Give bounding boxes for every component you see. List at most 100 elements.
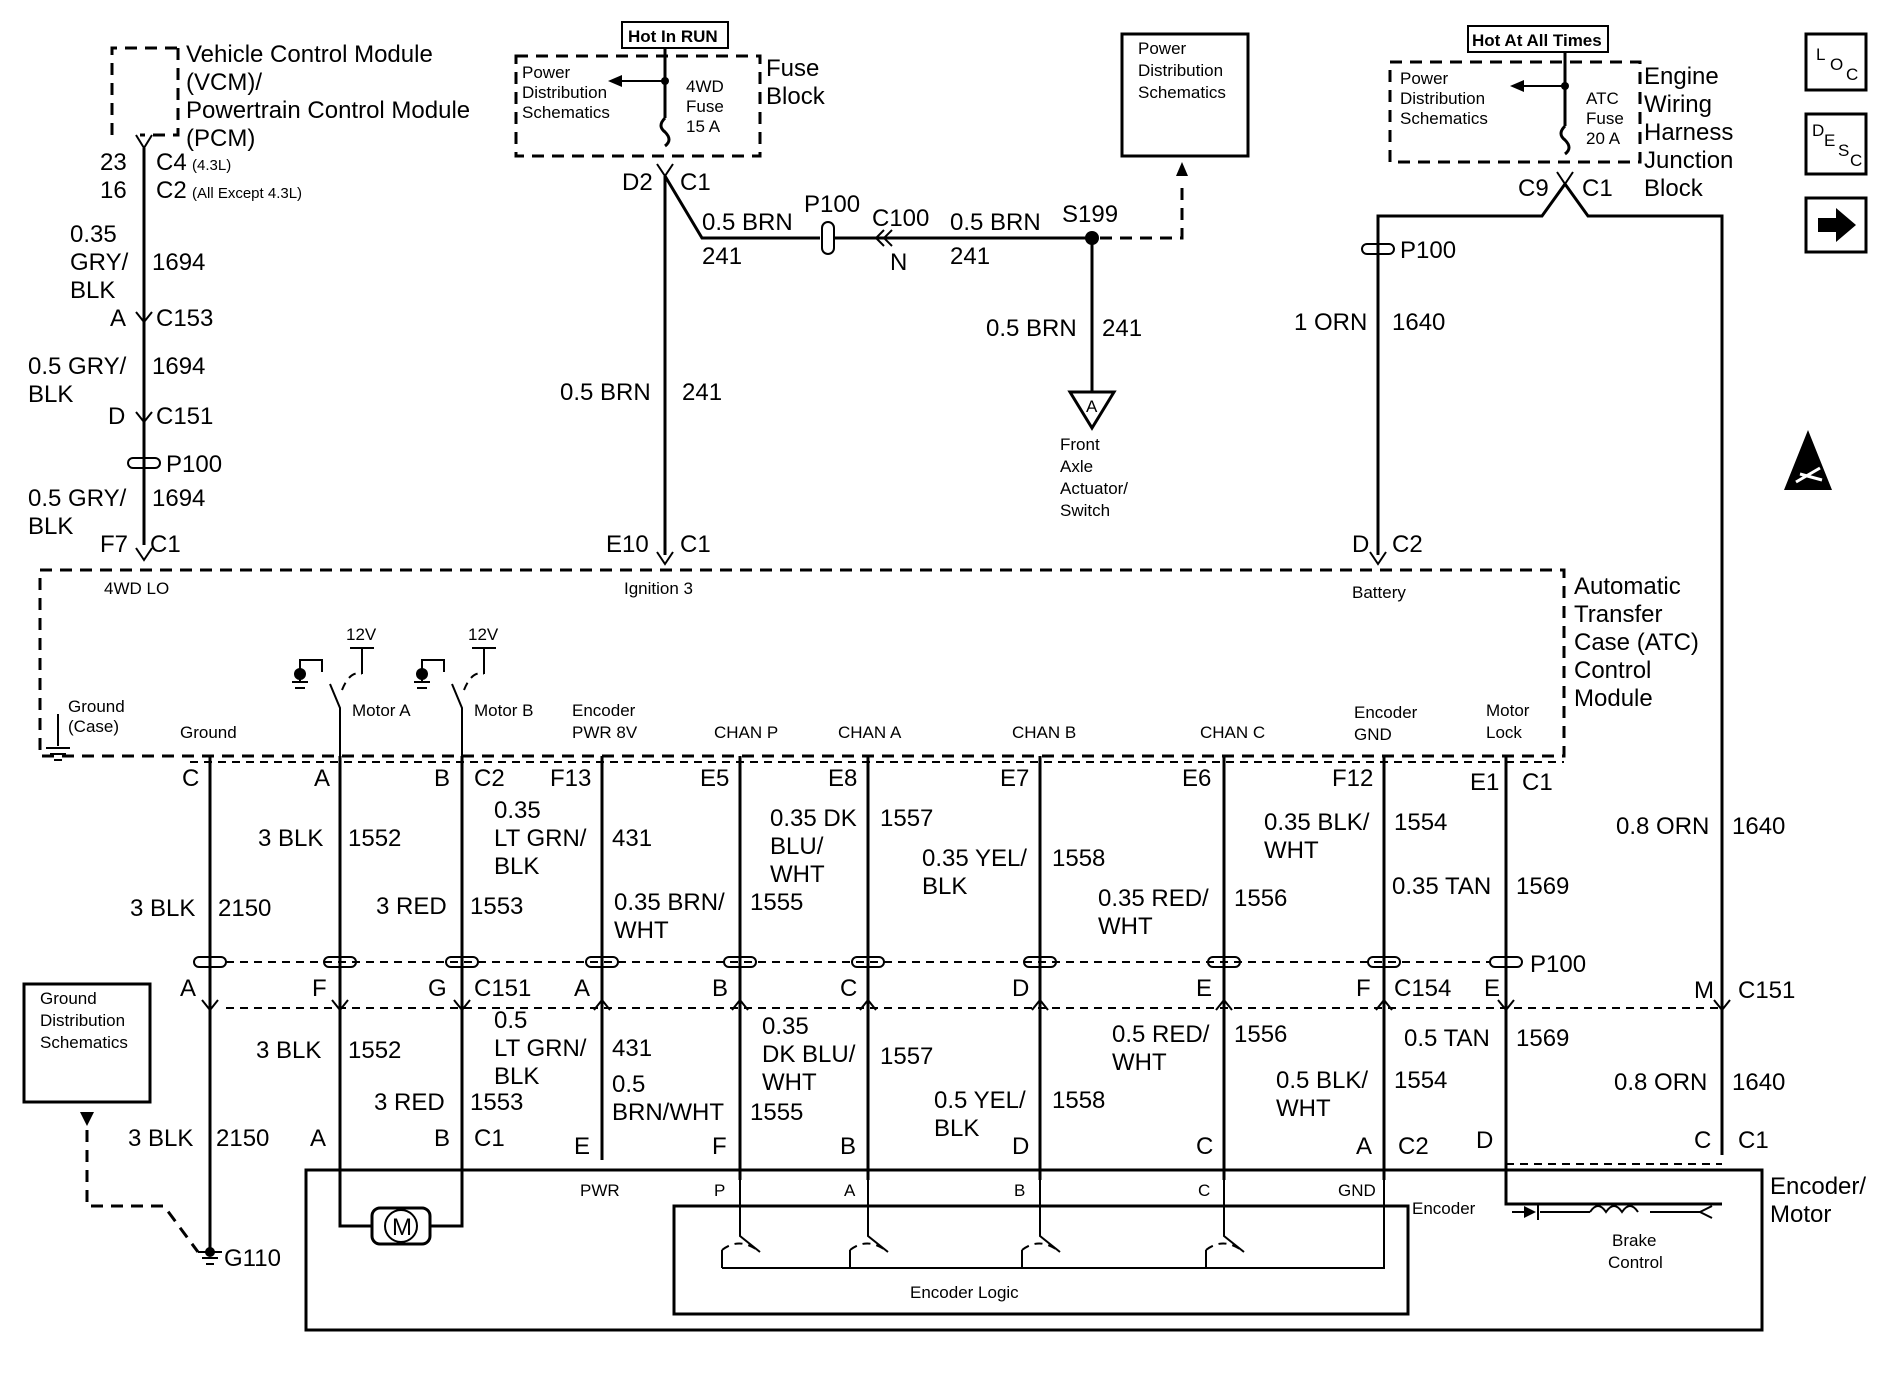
eng-name-2: Wiring: [1644, 91, 1712, 118]
eng-pin-c1: C1: [1582, 175, 1613, 202]
encoder-switch-dash: [721, 1242, 1245, 1253]
vcm-wire2-circuit: 1694: [152, 353, 205, 380]
mid-c151: C151: [474, 975, 531, 1002]
desc-icon[interactable]: [1804, 112, 1868, 176]
fuse-pd-3: Schematics: [522, 103, 610, 122]
atc-label-4wd-lo: 4WD LO: [104, 579, 169, 598]
up-c-lock: 1569: [1516, 873, 1569, 900]
ignition-branch: 0.5 BRN 241 P100 C100 N 0.5 BRN 241 S199…: [560, 32, 1250, 598]
fuse-block-name-2: Block: [766, 83, 826, 110]
vcm-conn-c4: C4: [156, 149, 187, 176]
eng-conn-symbol: [1556, 171, 1574, 186]
p100-label-mid: P100: [1530, 951, 1586, 978]
lo-w-chb-1: 0.5 YEL/: [934, 1087, 1026, 1114]
atc-fuse-3: 20 A: [1586, 129, 1621, 148]
em-encoder: Encoder: [1412, 1199, 1476, 1218]
atc-pin-f13: F13: [550, 765, 591, 792]
up-c-chp: 1555: [750, 889, 803, 916]
up-w-chp-2: WHT: [614, 917, 669, 944]
up-w-cha-2: BLU/: [770, 833, 824, 860]
up-c-motor-b: 1553: [470, 893, 523, 920]
vcm-pin-23: 23: [100, 149, 127, 176]
em-pin-b: B: [434, 1125, 450, 1152]
up-w-ground: 3 BLK: [130, 895, 195, 922]
atc-pin-c: C: [182, 765, 199, 792]
vcm-module: Vehicle Control Module (VCM)/ Powertrain…: [28, 41, 470, 598]
p100-label-left: P100: [166, 451, 222, 478]
c153-label: C153: [156, 305, 213, 332]
mid-pin-e: E: [1196, 975, 1212, 1002]
eng-pd-1: Power: [1400, 69, 1449, 88]
em-pin-e: E: [574, 1133, 590, 1160]
fuse-symbol-icon: [659, 116, 671, 148]
loc-button[interactable]: L O C: [1804, 32, 1868, 92]
chan-a: CHAN A: [838, 723, 902, 742]
ign-circuit-a: 241: [702, 243, 742, 270]
vcm-wire3-circuit: 1694: [152, 485, 205, 512]
motor-a-12v: 12V: [346, 625, 377, 644]
eng-name-5: Block: [1644, 175, 1704, 202]
vcm-conn-c2-note: (All Except 4.3L): [192, 185, 302, 202]
ground-case-1: Ground: [68, 697, 125, 716]
up-w-cha-1: 0.35 DK: [770, 805, 857, 832]
lo-w-gnd-1: 0.5 BLK/: [1276, 1067, 1368, 1094]
up-w-gnd-2: WHT: [1264, 837, 1319, 864]
lo-c-lock: 1569: [1516, 1025, 1569, 1052]
atc-pin-e10: E10: [606, 531, 649, 558]
ign-pd-arrow-icon: [1176, 162, 1188, 176]
eng-name-1: Engine: [1644, 63, 1719, 90]
em-a: A: [844, 1181, 856, 1200]
atc-label-ignition: Ignition 3: [624, 579, 693, 598]
lo-w-cha-2: DK BLU/: [762, 1041, 856, 1068]
fuse-block-name-1: Fuse: [766, 55, 819, 82]
loc-icon[interactable]: [1804, 32, 1868, 92]
desc-c: C: [1850, 151, 1862, 170]
lo-w-motor-a: 3 BLK: [256, 1037, 321, 1064]
relay-b-ground-icon: [414, 681, 430, 689]
lo-w-pwr-1: 0.5: [494, 1007, 527, 1034]
atc-fuse-2: Fuse: [1586, 109, 1624, 128]
ground-dist-arrow-icon: [80, 1112, 94, 1126]
ign-circuit-b: 241: [950, 243, 990, 270]
upper-wire-labels: 3 BLK 2150 3 BLK 1552 3 RED 1553 0.35 LT…: [130, 797, 1785, 944]
side-icons: L O C D E S C: [1784, 32, 1868, 490]
next-button[interactable]: [1804, 196, 1868, 254]
atc-e10-symbol: [656, 551, 674, 566]
p100-431: [585, 956, 619, 968]
p100-label-right: P100: [1400, 237, 1456, 264]
atc-pin-b: B: [434, 765, 450, 792]
enc-pwr-1: Encoder: [572, 701, 636, 720]
mid-pin-a: A: [180, 975, 196, 1002]
lo-w-motor-b: 3 RED: [374, 1089, 445, 1116]
fuse-conn-symbol: [656, 163, 674, 178]
desc-e: E: [1824, 131, 1835, 150]
atc-name-1: Automatic: [1574, 573, 1681, 600]
desc-button[interactable]: D E S C: [1804, 112, 1868, 176]
lo-w-chp-2: BRN/WHT: [612, 1099, 724, 1126]
vcm-wire3-a: 0.5 GRY/: [28, 485, 127, 512]
up-w-gnd-1: 0.35 BLK/: [1264, 809, 1370, 836]
eng-wire-c1-to-encoder: [1563, 183, 1724, 1155]
enc-motor-name-2: Motor: [1770, 1201, 1831, 1228]
eng-pd-2: Distribution: [1400, 89, 1485, 108]
mid-pin-e2: E: [1484, 975, 1500, 1002]
up-c-batt: 1640: [1732, 813, 1785, 840]
hot-at-all-times-box: [1467, 25, 1609, 53]
lo-w-chp-1: 0.5: [612, 1071, 645, 1098]
next-arrow-icon: [1818, 208, 1856, 242]
up-w-motor-b: 3 RED: [376, 893, 447, 920]
ground-dist-1: Ground: [40, 989, 97, 1008]
enc-motor-name-1: Encoder/: [1770, 1173, 1866, 1200]
mid-c154: C154: [1394, 975, 1451, 1002]
p100-1555: [723, 956, 757, 968]
brake-diode-icon: [1524, 1206, 1536, 1218]
vcm-wire1-color-a: GRY/: [70, 249, 129, 276]
vcm-title-2: (VCM)/: [186, 69, 262, 96]
up-c-chb: 1558: [1052, 845, 1105, 872]
em-pin-b2: B: [840, 1133, 856, 1160]
hot-at-all-times-label: Hot At All Times: [1472, 31, 1602, 50]
next-arrow-box[interactable]: [1804, 196, 1868, 254]
up-w-chc-1: 0.35 RED/: [1098, 885, 1209, 912]
eng-name-3: Harness: [1644, 119, 1733, 146]
em-pin-f: F: [712, 1133, 727, 1160]
